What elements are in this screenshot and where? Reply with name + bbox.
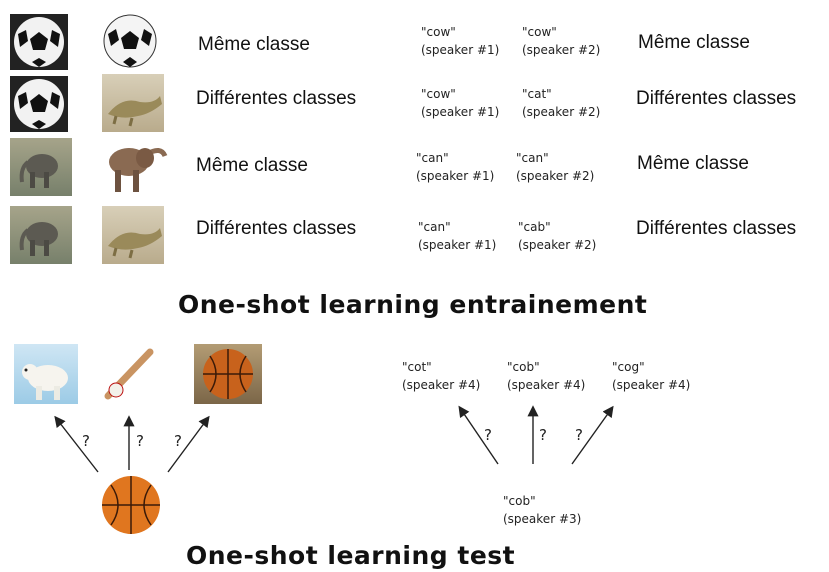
arrow-to-basketball	[167, 415, 210, 473]
image-pair-label: Différentes classes	[196, 218, 357, 239]
speaker-text: (speaker #1)	[418, 238, 497, 252]
question-mark: ?	[136, 432, 144, 450]
candidate-word: "cot" (speaker #4)	[402, 358, 480, 394]
speaker-text: (speaker #3)	[503, 512, 582, 526]
candidate-word: "cog" (speaker #4)	[612, 358, 690, 394]
question-mark: ?	[484, 426, 492, 444]
question-mark: ?	[82, 432, 90, 450]
image-pair-label: Même classe	[198, 34, 310, 55]
image-pair-label: Même classe	[196, 155, 308, 176]
word-a: "cow" (speaker #1)	[421, 85, 499, 121]
word-text: "can"	[416, 151, 449, 165]
word-pair-label: Différentes classes	[636, 88, 797, 109]
query-word: "cob" (speaker #3)	[503, 492, 581, 528]
word-b: "cat" (speaker #2)	[522, 85, 600, 121]
candidate-word: "cob" (speaker #4)	[507, 358, 585, 394]
arrow-to-cot	[458, 405, 499, 465]
speaker-text: (speaker #1)	[421, 43, 500, 57]
arrow-to-polar-bear	[54, 415, 99, 473]
word-text: "can"	[418, 220, 451, 234]
word-text: "cow"	[421, 25, 456, 39]
word-a: "can" (speaker #1)	[418, 218, 496, 254]
word-text: "cot"	[402, 360, 432, 374]
crocodile-image	[102, 74, 164, 132]
word-text: "cow"	[522, 25, 557, 39]
elephant-image	[103, 138, 169, 196]
speaker-text: (speaker #1)	[421, 105, 500, 119]
soccer-ball-image	[10, 14, 68, 70]
word-b: "cab" (speaker #2)	[518, 218, 596, 254]
word-text: "cab"	[518, 220, 551, 234]
speaker-text: (speaker #1)	[416, 169, 495, 183]
word-pair-label: Différentes classes	[636, 218, 797, 239]
polar-bear-image	[14, 344, 78, 404]
word-text: "cob"	[503, 494, 536, 508]
basketball-image	[194, 344, 262, 404]
soccer-ball-image	[10, 76, 68, 132]
elephant-photo-image	[10, 206, 72, 264]
speaker-text: (speaker #4)	[402, 378, 481, 392]
question-mark: ?	[174, 432, 182, 450]
word-b: "can" (speaker #2)	[516, 149, 594, 185]
word-text: "cob"	[507, 360, 540, 374]
word-text: "cow"	[421, 87, 456, 101]
question-mark: ?	[539, 426, 547, 444]
word-a: "can" (speaker #1)	[416, 149, 494, 185]
speaker-text: (speaker #2)	[516, 169, 595, 183]
word-text: "can"	[516, 151, 549, 165]
speaker-text: (speaker #4)	[612, 378, 691, 392]
speaker-text: (speaker #2)	[522, 43, 601, 57]
training-heading: One-shot learning entrainement	[178, 290, 648, 319]
speaker-text: (speaker #2)	[518, 238, 597, 252]
speaker-text: (speaker #4)	[507, 378, 586, 392]
question-mark: ?	[575, 426, 583, 444]
image-pair-label: Différentes classes	[196, 88, 357, 109]
word-pair-label: Même classe	[637, 153, 749, 174]
crocodile-image	[102, 206, 164, 264]
arrow-to-cog	[571, 405, 614, 465]
word-text: "cat"	[522, 87, 552, 101]
soccer-ball-image	[102, 12, 158, 70]
word-b: "cow" (speaker #2)	[522, 23, 600, 59]
baseball-bat-image	[100, 344, 162, 404]
word-a: "cow" (speaker #1)	[421, 23, 499, 59]
speaker-text: (speaker #2)	[522, 105, 601, 119]
query-basketball-image	[100, 474, 162, 536]
word-text: "cog"	[612, 360, 645, 374]
elephant-photo-image	[10, 138, 72, 196]
word-pair-label: Même classe	[638, 32, 750, 53]
test-heading: One-shot learning test	[186, 541, 516, 570]
